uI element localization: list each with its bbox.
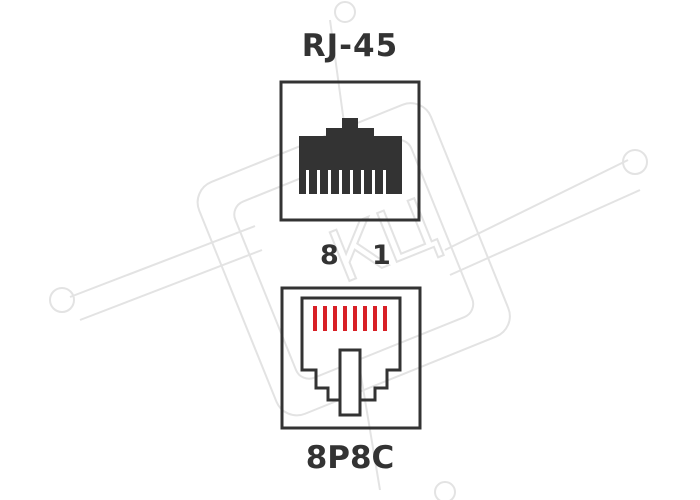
socket-pin-slots: [306, 170, 386, 194]
plug-front-view: [280, 286, 422, 430]
socket-opening: [299, 118, 402, 194]
standard-title: 8P8C: [305, 440, 395, 476]
socket-front-view: [279, 80, 421, 222]
plug-body: [300, 296, 402, 402]
plug-frame: [280, 286, 422, 430]
watermark-node-left: [49, 287, 75, 313]
pin-label-8: 8: [320, 240, 339, 271]
connector-title: RJ-45: [301, 28, 399, 64]
watermark-node-top: [334, 1, 356, 23]
socket-frame: [279, 80, 421, 222]
watermark-node-right: [622, 149, 648, 175]
pin-label-1: 1: [372, 240, 391, 271]
plug-latch: [338, 348, 362, 417]
plug-contacts: [313, 306, 387, 331]
watermark-node-bottom: [434, 481, 456, 500]
